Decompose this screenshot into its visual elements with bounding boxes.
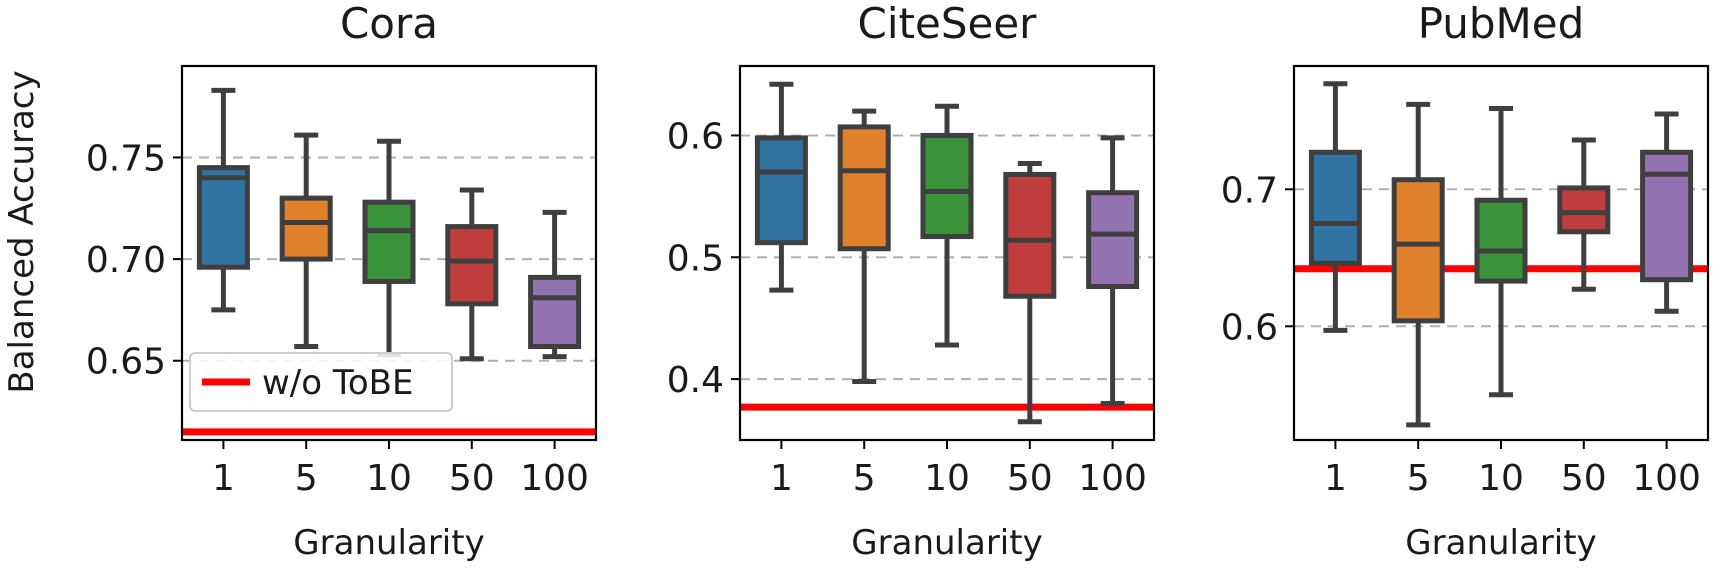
- y-axis-label: Balanced Accuracy: [2, 70, 42, 393]
- y-tick-label: 0.7: [1221, 170, 1278, 211]
- box-50: [445, 187, 499, 362]
- box-10: [920, 103, 974, 348]
- x-tick-label: 100: [520, 458, 589, 499]
- x-tick-label: 10: [366, 458, 412, 499]
- x-tick-label: 10: [1478, 458, 1524, 499]
- box-1: [196, 87, 250, 313]
- y-tick-label: 0.5: [667, 238, 724, 279]
- chart-title: PubMed: [1418, 0, 1585, 48]
- box-100: [1086, 135, 1140, 406]
- iqr-box: [362, 199, 416, 284]
- box-10: [362, 138, 416, 358]
- y-tick-label: 0.6: [667, 116, 724, 157]
- iqr-box: [1474, 197, 1528, 284]
- box-10: [1474, 105, 1528, 398]
- box-1: [754, 81, 808, 293]
- x-tick-label: 50: [1561, 458, 1607, 499]
- legend: w/o ToBE: [189, 352, 453, 412]
- iqr-box: [1308, 149, 1362, 266]
- x-tick-label: 10: [924, 458, 970, 499]
- iqr-box: [1640, 149, 1694, 283]
- iqr-box: [528, 274, 582, 349]
- x-axis-label: Granularity: [851, 523, 1042, 563]
- x-tick-label: 50: [449, 458, 495, 499]
- y-tick-label: 0.65: [86, 342, 166, 383]
- legend-box: [189, 352, 453, 412]
- box-100: [528, 209, 582, 360]
- y-tick-label: 0.70: [86, 240, 166, 281]
- x-tick-label: 100: [1078, 458, 1147, 499]
- x-axis-label: Granularity: [293, 523, 484, 563]
- box-1: [1308, 81, 1362, 333]
- x-tick-label: 1: [1324, 458, 1347, 499]
- chart-title: CiteSeer: [858, 0, 1038, 48]
- x-tick-label: 50: [1007, 458, 1053, 499]
- iqr-box: [196, 165, 250, 270]
- x-tick-label: 1: [212, 458, 235, 499]
- chart-title: Cora: [340, 0, 438, 48]
- iqr-box: [1003, 171, 1057, 299]
- box-5: [837, 108, 891, 385]
- y-tick-label: 0.75: [86, 138, 166, 179]
- x-tick-label: 1: [770, 458, 793, 499]
- x-axis-label: Granularity: [1405, 523, 1596, 563]
- iqr-box: [445, 224, 499, 307]
- iqr-box: [754, 135, 808, 246]
- x-tick-label: 5: [853, 458, 876, 499]
- iqr-box: [1391, 177, 1445, 324]
- box-100: [1640, 111, 1694, 314]
- box-5: [279, 132, 333, 349]
- y-tick-label: 0.4: [667, 360, 724, 401]
- legend-label: w/o ToBE: [262, 363, 413, 403]
- iqr-box: [920, 132, 974, 240]
- iqr-box: [837, 124, 891, 252]
- iqr-box: [1557, 185, 1611, 235]
- iqr-box: [1086, 190, 1140, 290]
- box-50: [1003, 160, 1057, 425]
- x-tick-label: 100: [1632, 458, 1701, 499]
- iqr-box: [279, 195, 333, 262]
- y-tick-label: 0.6: [1221, 307, 1278, 348]
- box-5: [1391, 101, 1445, 428]
- x-tick-label: 5: [295, 458, 318, 499]
- x-tick-label: 5: [1407, 458, 1430, 499]
- box-50: [1557, 137, 1611, 292]
